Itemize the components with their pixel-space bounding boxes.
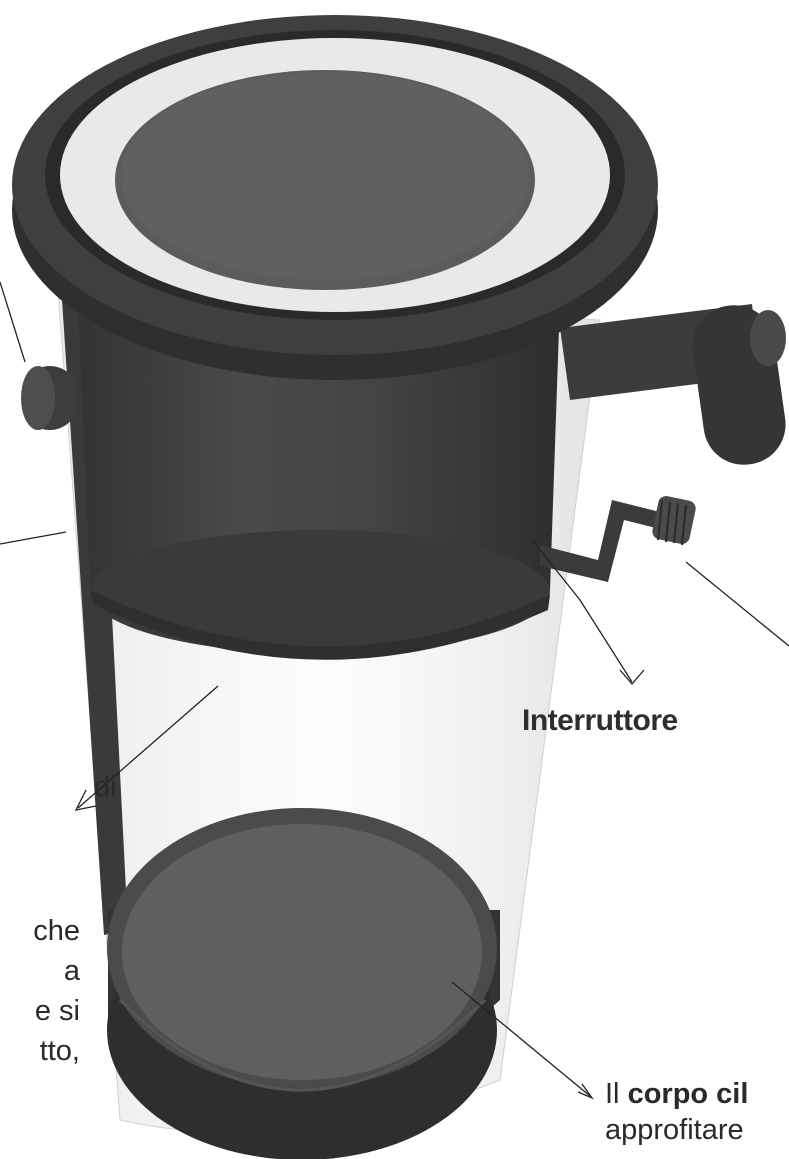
left-line-2: a: [0, 951, 80, 991]
body-line-2: approfitare: [605, 1112, 748, 1148]
outlet-pipe: [560, 300, 789, 470]
left-nozzle: [21, 366, 78, 430]
left-line-3: e si: [0, 991, 80, 1031]
left-line-4: tto,: [0, 1031, 80, 1071]
base-dish: [107, 808, 500, 1159]
left-line-1: che: [0, 911, 80, 951]
body-line-1: Il corpo cil: [605, 1076, 748, 1112]
body-bold-term: corpo cil: [628, 1078, 749, 1110]
switch-label: Interruttore: [522, 704, 678, 738]
cut-off-left-description: che a e si tto,: [0, 911, 80, 1071]
cut-off-label-di: di: [94, 771, 117, 804]
body-description: Il corpo cil approfitare: [605, 1076, 748, 1148]
top-ring: [12, 15, 658, 380]
body-prefix: Il: [605, 1078, 628, 1110]
